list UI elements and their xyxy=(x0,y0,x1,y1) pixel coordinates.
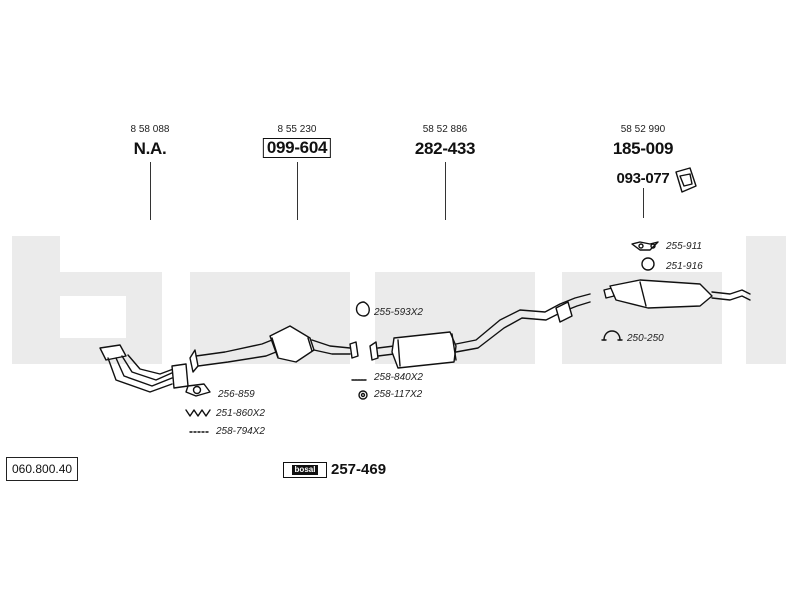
fitting-label[interactable]: 255-593X2 xyxy=(374,307,423,318)
catalog-number: 060.800.40 xyxy=(6,457,79,481)
part-number-highlighted[interactable]: 099-604 xyxy=(262,138,332,158)
fitting-label[interactable]: 250-250 xyxy=(627,333,664,344)
bosal-part-number[interactable]: 257-469 xyxy=(331,461,387,478)
part-number[interactable]: 185-009 xyxy=(612,139,674,158)
front-pipe-drawing xyxy=(99,344,189,393)
oem-number: 8 58 088 xyxy=(130,124,170,135)
leader-line xyxy=(150,162,151,220)
leader-line xyxy=(297,162,298,220)
bosal-logo-text: bosal xyxy=(291,465,319,475)
watermark-block xyxy=(190,272,350,364)
fitting-label[interactable]: 258-794X2 xyxy=(216,426,265,437)
part-number[interactable]: 282-433 xyxy=(414,139,476,158)
fitting-icons xyxy=(185,241,659,433)
bosal-logo: bosal xyxy=(283,462,327,478)
leader-line xyxy=(643,188,644,218)
leader-line xyxy=(445,162,446,220)
watermark-block xyxy=(746,236,786,364)
fitting-label[interactable]: 251-860X2 xyxy=(216,408,265,419)
fitting-label[interactable]: 258-117X2 xyxy=(374,389,423,400)
fitting-label[interactable]: 256-859 xyxy=(218,389,255,400)
hanger-bracket-drawing xyxy=(675,167,697,193)
oem-number: 58 52 886 xyxy=(422,124,468,135)
oem-number: 58 52 990 xyxy=(620,124,666,135)
rear-silencer-drawing xyxy=(603,279,751,309)
bracket-part-number[interactable]: 093-077 xyxy=(616,170,670,187)
fitting-label[interactable]: 251-916 xyxy=(666,261,703,272)
fitting-label[interactable]: 255-911 xyxy=(666,241,702,252)
part-number[interactable]: N.A. xyxy=(133,139,167,158)
center-silencer-drawing xyxy=(369,293,591,369)
watermark-block xyxy=(126,272,162,364)
oem-number: 8 55 230 xyxy=(277,124,317,135)
catalyst-drawing xyxy=(189,325,359,373)
fitting-label[interactable]: 258-840X2 xyxy=(374,372,423,383)
